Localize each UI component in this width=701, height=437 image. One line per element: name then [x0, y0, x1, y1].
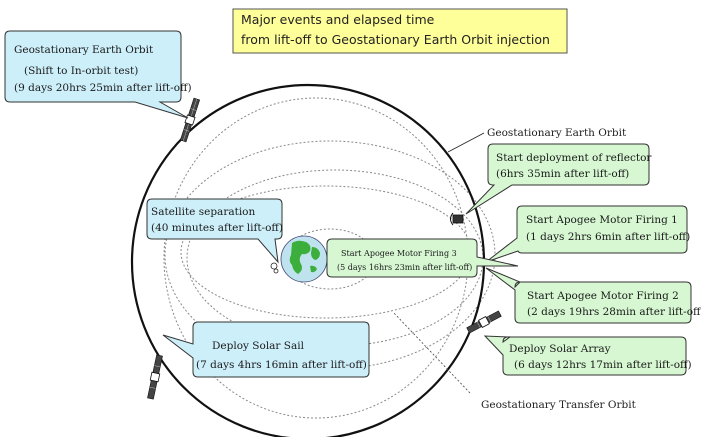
callout-reflector-line2: (6hrs 35min after lift-off)	[496, 168, 629, 180]
callout-solar-array-line2: (6 days 12hrs 17min after lift-off)	[514, 359, 692, 371]
callout-amf2-line1: Start Apogee Motor Firing 2	[527, 290, 679, 302]
title-box: Major events and elapsed time from lift-…	[232, 8, 568, 54]
callout-amf3-line2: (5 days 16hrs 23min after lift-off)	[337, 263, 472, 272]
callout-amf1-line2: (1 days 2hrs 6min after lift-off)	[526, 231, 690, 243]
geo-orbit-label: Geostationary Earth Orbit	[487, 127, 627, 139]
callout-amf1-line1: Start Apogee Motor Firing 1	[526, 214, 678, 226]
callout-separation: Satellite separation (40 minutes after l…	[146, 198, 283, 264]
callout-geo-orbit-line1: Geostationary Earth Orbit	[14, 44, 154, 56]
callout-geo-orbit-line2: (Shift to In-orbit test)	[24, 65, 138, 77]
gto-orbit-label: Geostationary Transfer Orbit	[481, 399, 637, 411]
satellite-solar-sail-icon	[147, 354, 163, 400]
earth-icon	[280, 235, 328, 283]
callout-amf3: Start Apogee Motor Firing 3 (5 days 16hr…	[326, 238, 519, 278]
title-line-2: from lift-off to Geostationary Earth Orb…	[241, 32, 550, 47]
satellite-geo-icon	[179, 97, 201, 143]
callout-amf3-line1: Start Apogee Motor Firing 3	[341, 249, 457, 258]
callout-reflector-line1: Start deployment of reflector	[496, 152, 652, 164]
geo-label-pointer	[447, 132, 485, 153]
title-line-1: Major events and elapsed time	[241, 12, 435, 27]
callout-amf2: Start Apogee Motor Firing 2 (2 days 19hr…	[485, 267, 701, 324]
callout-solar-sail-line1: Deploy Solar Sail	[212, 340, 305, 352]
separated-satellite-icon	[270, 262, 279, 274]
callout-separation-line1: Satellite separation	[151, 206, 255, 218]
callout-solar-sail: Deploy Solar Sail (7 days 4hrs 16min aft…	[162, 321, 370, 378]
gto-label-pointer	[392, 311, 471, 394]
callout-separation-line2: (40 minutes after lift-off)	[151, 222, 283, 234]
satellite-reflector-icon	[450, 212, 464, 226]
callout-amf1: Start Apogee Motor Firing 1 (1 days 2hrs…	[485, 205, 690, 263]
callout-geo-orbit-line3: (9 days 20hrs 25min after lift-off)	[14, 82, 192, 94]
callout-geo-orbit: Geostationary Earth Orbit (Shift to In-o…	[4, 30, 192, 119]
callout-amf2-line2: (2 days 19hrs 28min after lift-off)	[527, 306, 701, 318]
callout-solar-array: Deploy Solar Array (6 days 12hrs 17min a…	[483, 335, 692, 376]
callout-solar-sail-line2: (7 days 4hrs 16min after lift-off)	[196, 359, 367, 371]
callout-reflector: Start deployment of reflector (6hrs 35mi…	[465, 143, 652, 215]
satellite-solar-array-icon	[466, 310, 502, 334]
callout-solar-array-line1: Deploy Solar Array	[509, 343, 611, 355]
